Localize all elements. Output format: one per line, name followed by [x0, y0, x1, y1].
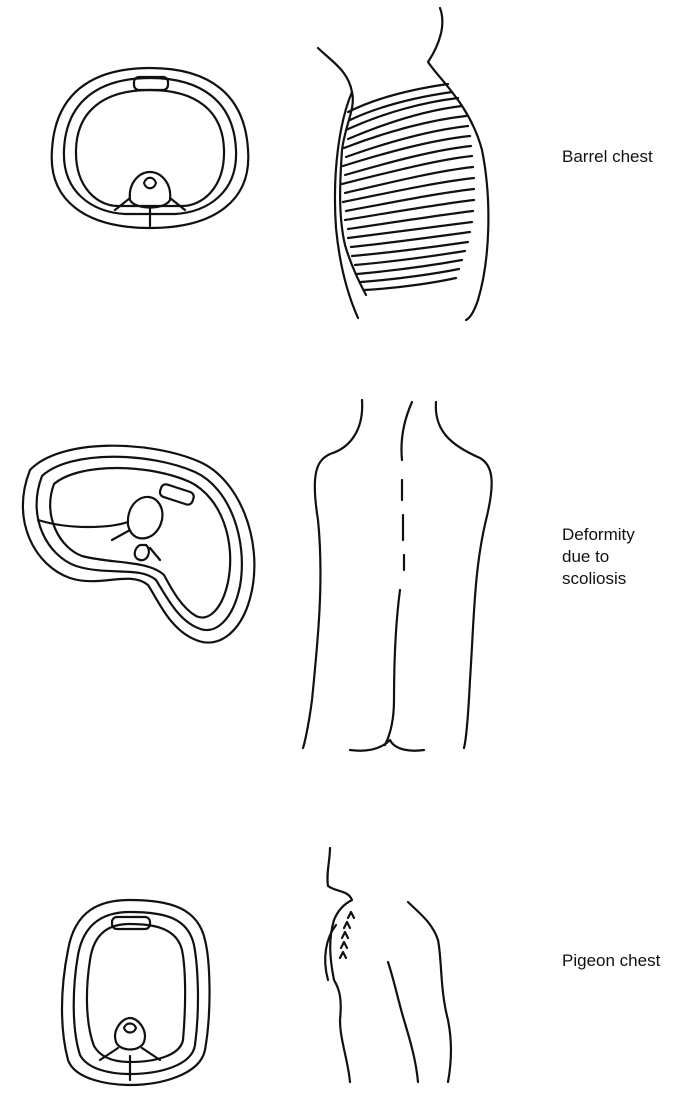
pigeon-chest-lateral-view — [325, 848, 451, 1082]
barrel-chest-cross-section — [52, 68, 249, 228]
scoliosis-cross-section — [23, 446, 255, 643]
scoliosis-back-view — [303, 400, 492, 751]
pigeon-chest-cross-section — [62, 900, 210, 1085]
label-pigeon-chest: Pigeon chest — [562, 950, 660, 972]
label-scoliosis-deformity: Deformity due to scoliosis — [562, 524, 635, 590]
label-barrel-chest: Barrel chest — [562, 146, 653, 168]
barrel-chest-lateral-view — [318, 8, 488, 320]
